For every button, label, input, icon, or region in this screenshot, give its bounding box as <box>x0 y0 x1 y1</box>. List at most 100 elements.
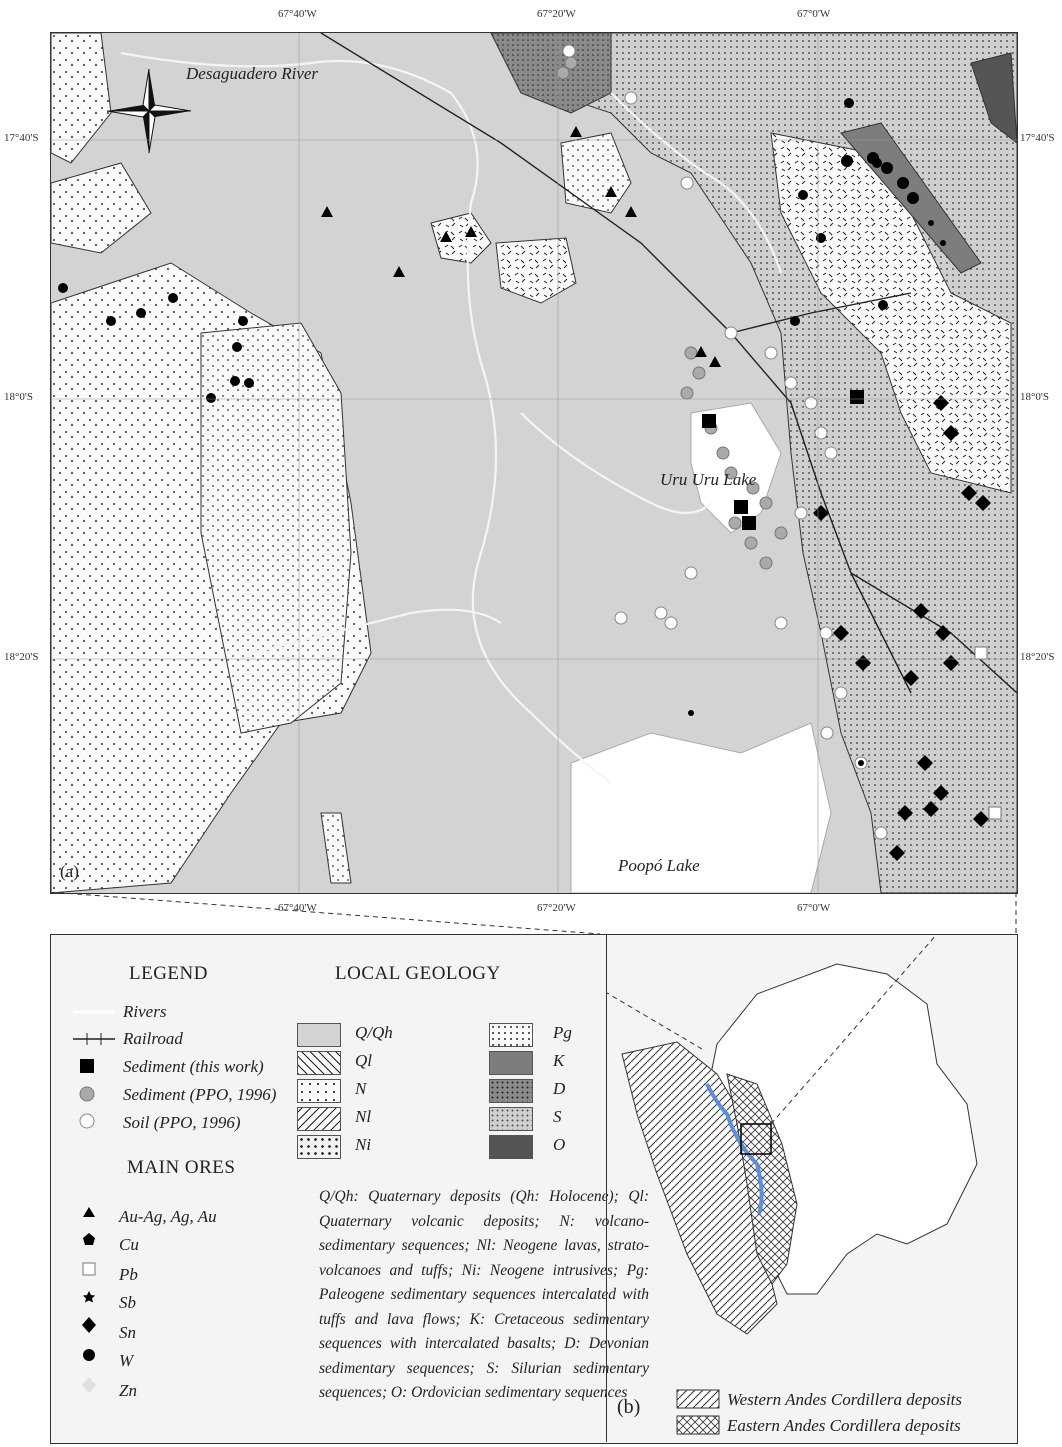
sediment-ppo-point <box>680 386 694 400</box>
soil-ppo-point <box>874 826 888 840</box>
unit-pg: Pg <box>553 1023 572 1042</box>
geology-description: Q/Qh: Quaternary deposits (Qh: Holocene)… <box>319 1188 649 1401</box>
coord-top-3: 67°0'W <box>797 8 831 20</box>
coord-right-1: 17°40'S <box>1020 132 1055 144</box>
cu-ore <box>168 293 178 303</box>
ore-sn: Sn <box>119 1323 136 1342</box>
cu-ore <box>878 300 888 310</box>
swatch-q-qh <box>297 1023 341 1047</box>
coord-bottom-3: 67°0'W <box>797 902 831 914</box>
pb-ore <box>974 646 988 660</box>
swatch-ql <box>297 1051 341 1075</box>
au-ag-ore <box>570 126 582 137</box>
cu-ore <box>106 316 116 326</box>
soil-ppo-point <box>804 396 818 410</box>
swatch-ni <box>297 1135 341 1159</box>
sediment-ppo-point <box>746 481 760 495</box>
au-ag-ore <box>465 226 477 237</box>
sb-ore <box>858 760 864 766</box>
coord-right-3: 18°20'S <box>1020 651 1055 663</box>
sediment-this-work-point <box>850 390 864 404</box>
au-ag-ore <box>605 186 617 197</box>
ore-cu: Cu <box>119 1235 139 1254</box>
zoom-connectors <box>49 892 1017 934</box>
sediment-ppo-point <box>759 556 773 570</box>
sn-ore <box>833 625 849 641</box>
map-drawing <box>51 33 1017 893</box>
unit-ni: Ni <box>355 1135 372 1154</box>
sediment-ppo-point <box>692 366 706 380</box>
sediment-ppo-point <box>774 526 788 540</box>
sb-ore <box>928 220 934 226</box>
cu-ore <box>238 316 248 326</box>
sn-ore <box>961 485 977 501</box>
sn-ore <box>917 755 933 771</box>
ore-sb: Sb <box>119 1293 136 1312</box>
cu-ore <box>232 342 242 352</box>
swatch-n <box>297 1079 341 1103</box>
swatch-nl <box>297 1107 341 1131</box>
soil-ppo-point <box>794 506 808 520</box>
soil-ppo-point <box>784 376 798 390</box>
main-ores-title: MAIN ORES <box>127 1157 236 1178</box>
w-ore <box>841 155 853 167</box>
unit-n: N <box>355 1079 367 1098</box>
soil-ppo-point <box>820 726 834 740</box>
ore-symbols <box>82 1207 96 1393</box>
unit-s: S <box>553 1107 562 1126</box>
au-ag-ore <box>695 346 707 357</box>
soil-ppo-point <box>684 566 698 580</box>
coord-bottom-2: 67°20'W <box>537 902 576 914</box>
sn-ore <box>973 811 989 827</box>
coord-left-1: 17°40'S <box>4 132 39 144</box>
sediment-ppo-point <box>759 496 773 510</box>
coord-top-2: 67°20'W <box>537 8 576 20</box>
soil-ppo-point <box>562 44 576 58</box>
coord-bottom-1: 67°40'W <box>278 902 317 914</box>
sn-ore <box>975 495 991 511</box>
sediment-ppo-point <box>716 446 730 460</box>
pb-ore <box>988 806 1002 820</box>
sn-ore <box>943 425 959 441</box>
cu-ore <box>136 308 146 318</box>
w-ore <box>881 162 893 174</box>
unit-q-qh: Q/Qh <box>355 1023 393 1042</box>
sediment-this-work-point <box>742 516 756 530</box>
panel-label-a: (a) <box>60 862 79 881</box>
unit-k: K <box>553 1051 565 1070</box>
sn-ore <box>903 670 919 686</box>
soil-ppo-point <box>834 686 848 700</box>
w-ore <box>907 192 919 204</box>
ore-zn: Zn <box>119 1381 137 1400</box>
legend-sediment-this-work: Sediment (this work) <box>123 1057 264 1076</box>
legend-soil-ppo: Soil (PPO, 1996) <box>123 1113 241 1132</box>
sn-ore <box>897 805 913 821</box>
cu-ore <box>206 393 216 403</box>
soil-ppo-point <box>664 616 678 630</box>
label-poopo-lake: Poopó Lake <box>618 856 700 875</box>
soil-ppo-point <box>680 176 694 190</box>
soil-ppo-point <box>819 626 833 640</box>
soil-ppo-point <box>774 616 788 630</box>
geology-map <box>50 32 1018 894</box>
soil-ppo-point <box>824 446 838 460</box>
local-geology-title: LOCAL GEOLOGY <box>335 963 501 984</box>
cu-ore <box>844 98 854 108</box>
sediment-ppo-point <box>684 346 698 360</box>
sn-ore <box>935 625 951 641</box>
soil-ppo-point <box>654 606 668 620</box>
ore-w: W <box>119 1351 134 1370</box>
panel-label-b: (b) <box>617 1396 641 1418</box>
legend-symbols <box>73 1010 115 1129</box>
sediment-ppo-point <box>724 466 738 480</box>
w-ore <box>897 177 909 189</box>
soil-ppo-point <box>614 611 628 625</box>
legend-railroad: Railroad <box>123 1029 183 1048</box>
inset-legend-western: Western Andes Cordillera deposits <box>727 1390 963 1409</box>
sn-ore <box>813 505 829 521</box>
legend-sediment-ppo: Sediment (PPO, 1996) <box>123 1085 277 1104</box>
soil-ppo-point <box>724 326 738 340</box>
swatch-o <box>489 1135 533 1159</box>
soil-ppo-point <box>764 346 778 360</box>
cu-ore <box>816 233 826 243</box>
